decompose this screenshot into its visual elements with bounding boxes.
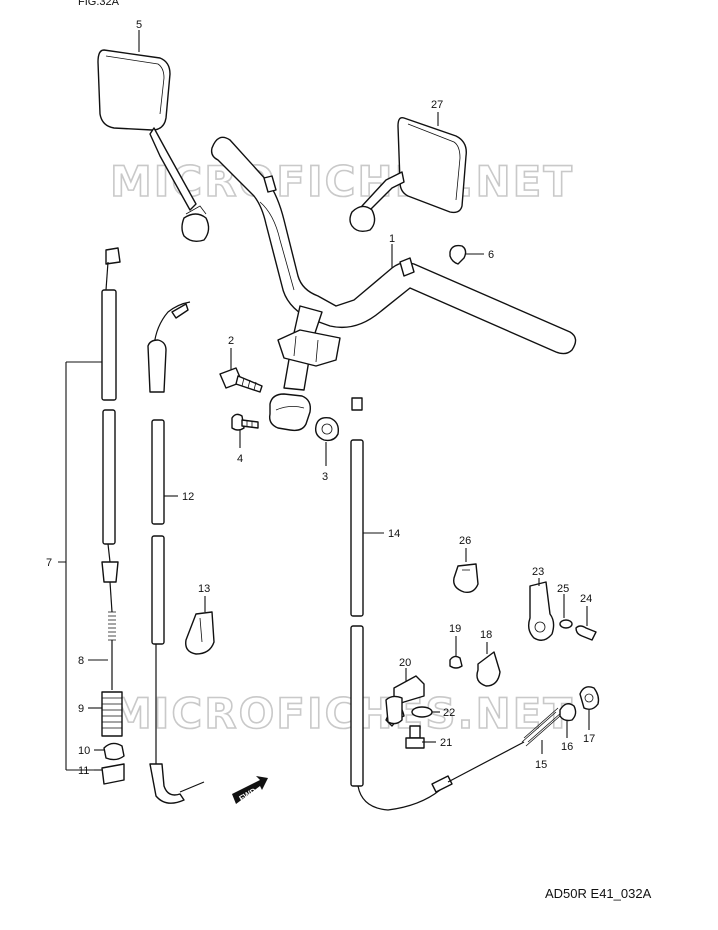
cap-6 (449, 244, 467, 265)
bolt-24 (575, 625, 597, 641)
part-label-5: 5 (136, 19, 142, 31)
part-label-1: 1 (389, 233, 395, 245)
washer-25 (559, 619, 573, 629)
leader-lines (58, 30, 590, 771)
drawing-code: AD50R E41_032A (545, 886, 652, 901)
part-label-9: 9 (78, 703, 84, 715)
part-label-7: 7 (46, 557, 52, 569)
nut-17 (579, 686, 600, 711)
part-label-4: 4 (237, 453, 243, 465)
washer-22 (411, 706, 433, 718)
cable-12 (147, 301, 205, 804)
right-mirror (349, 116, 467, 233)
part-label-22: 22 (443, 707, 455, 719)
figure-header: FIG.32A (78, 0, 120, 8)
brake-cable-14 (350, 397, 525, 811)
part-label-17: 17 (583, 733, 595, 745)
bolt-2 (219, 367, 263, 393)
bracket-20 (385, 675, 425, 727)
part-label-18: 18 (480, 629, 492, 641)
part-label-19: 19 (449, 623, 461, 635)
bracket-23 (527, 581, 555, 641)
part-label-13: 13 (198, 583, 210, 595)
part-label-10: 10 (78, 745, 90, 757)
screw-19 (449, 655, 463, 669)
screw-4 (231, 413, 259, 431)
forward-arrow-icon: FWD (232, 776, 268, 804)
part-label-26: 26 (459, 535, 471, 547)
part-label-21: 21 (440, 737, 452, 749)
part-label-25: 25 (557, 583, 569, 595)
part-label-14: 14 (388, 528, 400, 540)
part-label-3: 3 (322, 471, 328, 483)
part-label-2: 2 (228, 335, 234, 347)
part-label-6: 6 (488, 249, 494, 261)
part-label-11: 11 (78, 765, 89, 777)
clip-26 (453, 563, 479, 594)
part-label-15: 15 (535, 759, 547, 771)
part-label-24: 24 (580, 593, 592, 605)
part-label-20: 20 (399, 657, 411, 669)
nut-3 (314, 416, 340, 442)
handlebar (210, 136, 577, 432)
part-label-23: 23 (532, 566, 544, 578)
part-label-12: 12 (182, 491, 194, 503)
left-mirror (97, 49, 210, 243)
throttle-cable (101, 247, 125, 785)
watermark-bottom: MICROFICHES.NET (110, 689, 574, 738)
bolt-21 (405, 725, 425, 749)
part-label-27: 27 (431, 99, 443, 111)
part-label-16: 16 (561, 741, 573, 753)
clamp-13 (185, 611, 215, 655)
spring-15 (521, 707, 563, 747)
clip-18 (476, 651, 501, 687)
part-labels: 1 2 3 4 5 6 7 8 9 10 11 12 13 14 15 16 1… (46, 19, 595, 777)
part-label-8: 8 (78, 655, 84, 667)
adjuster-16 (559, 703, 577, 722)
